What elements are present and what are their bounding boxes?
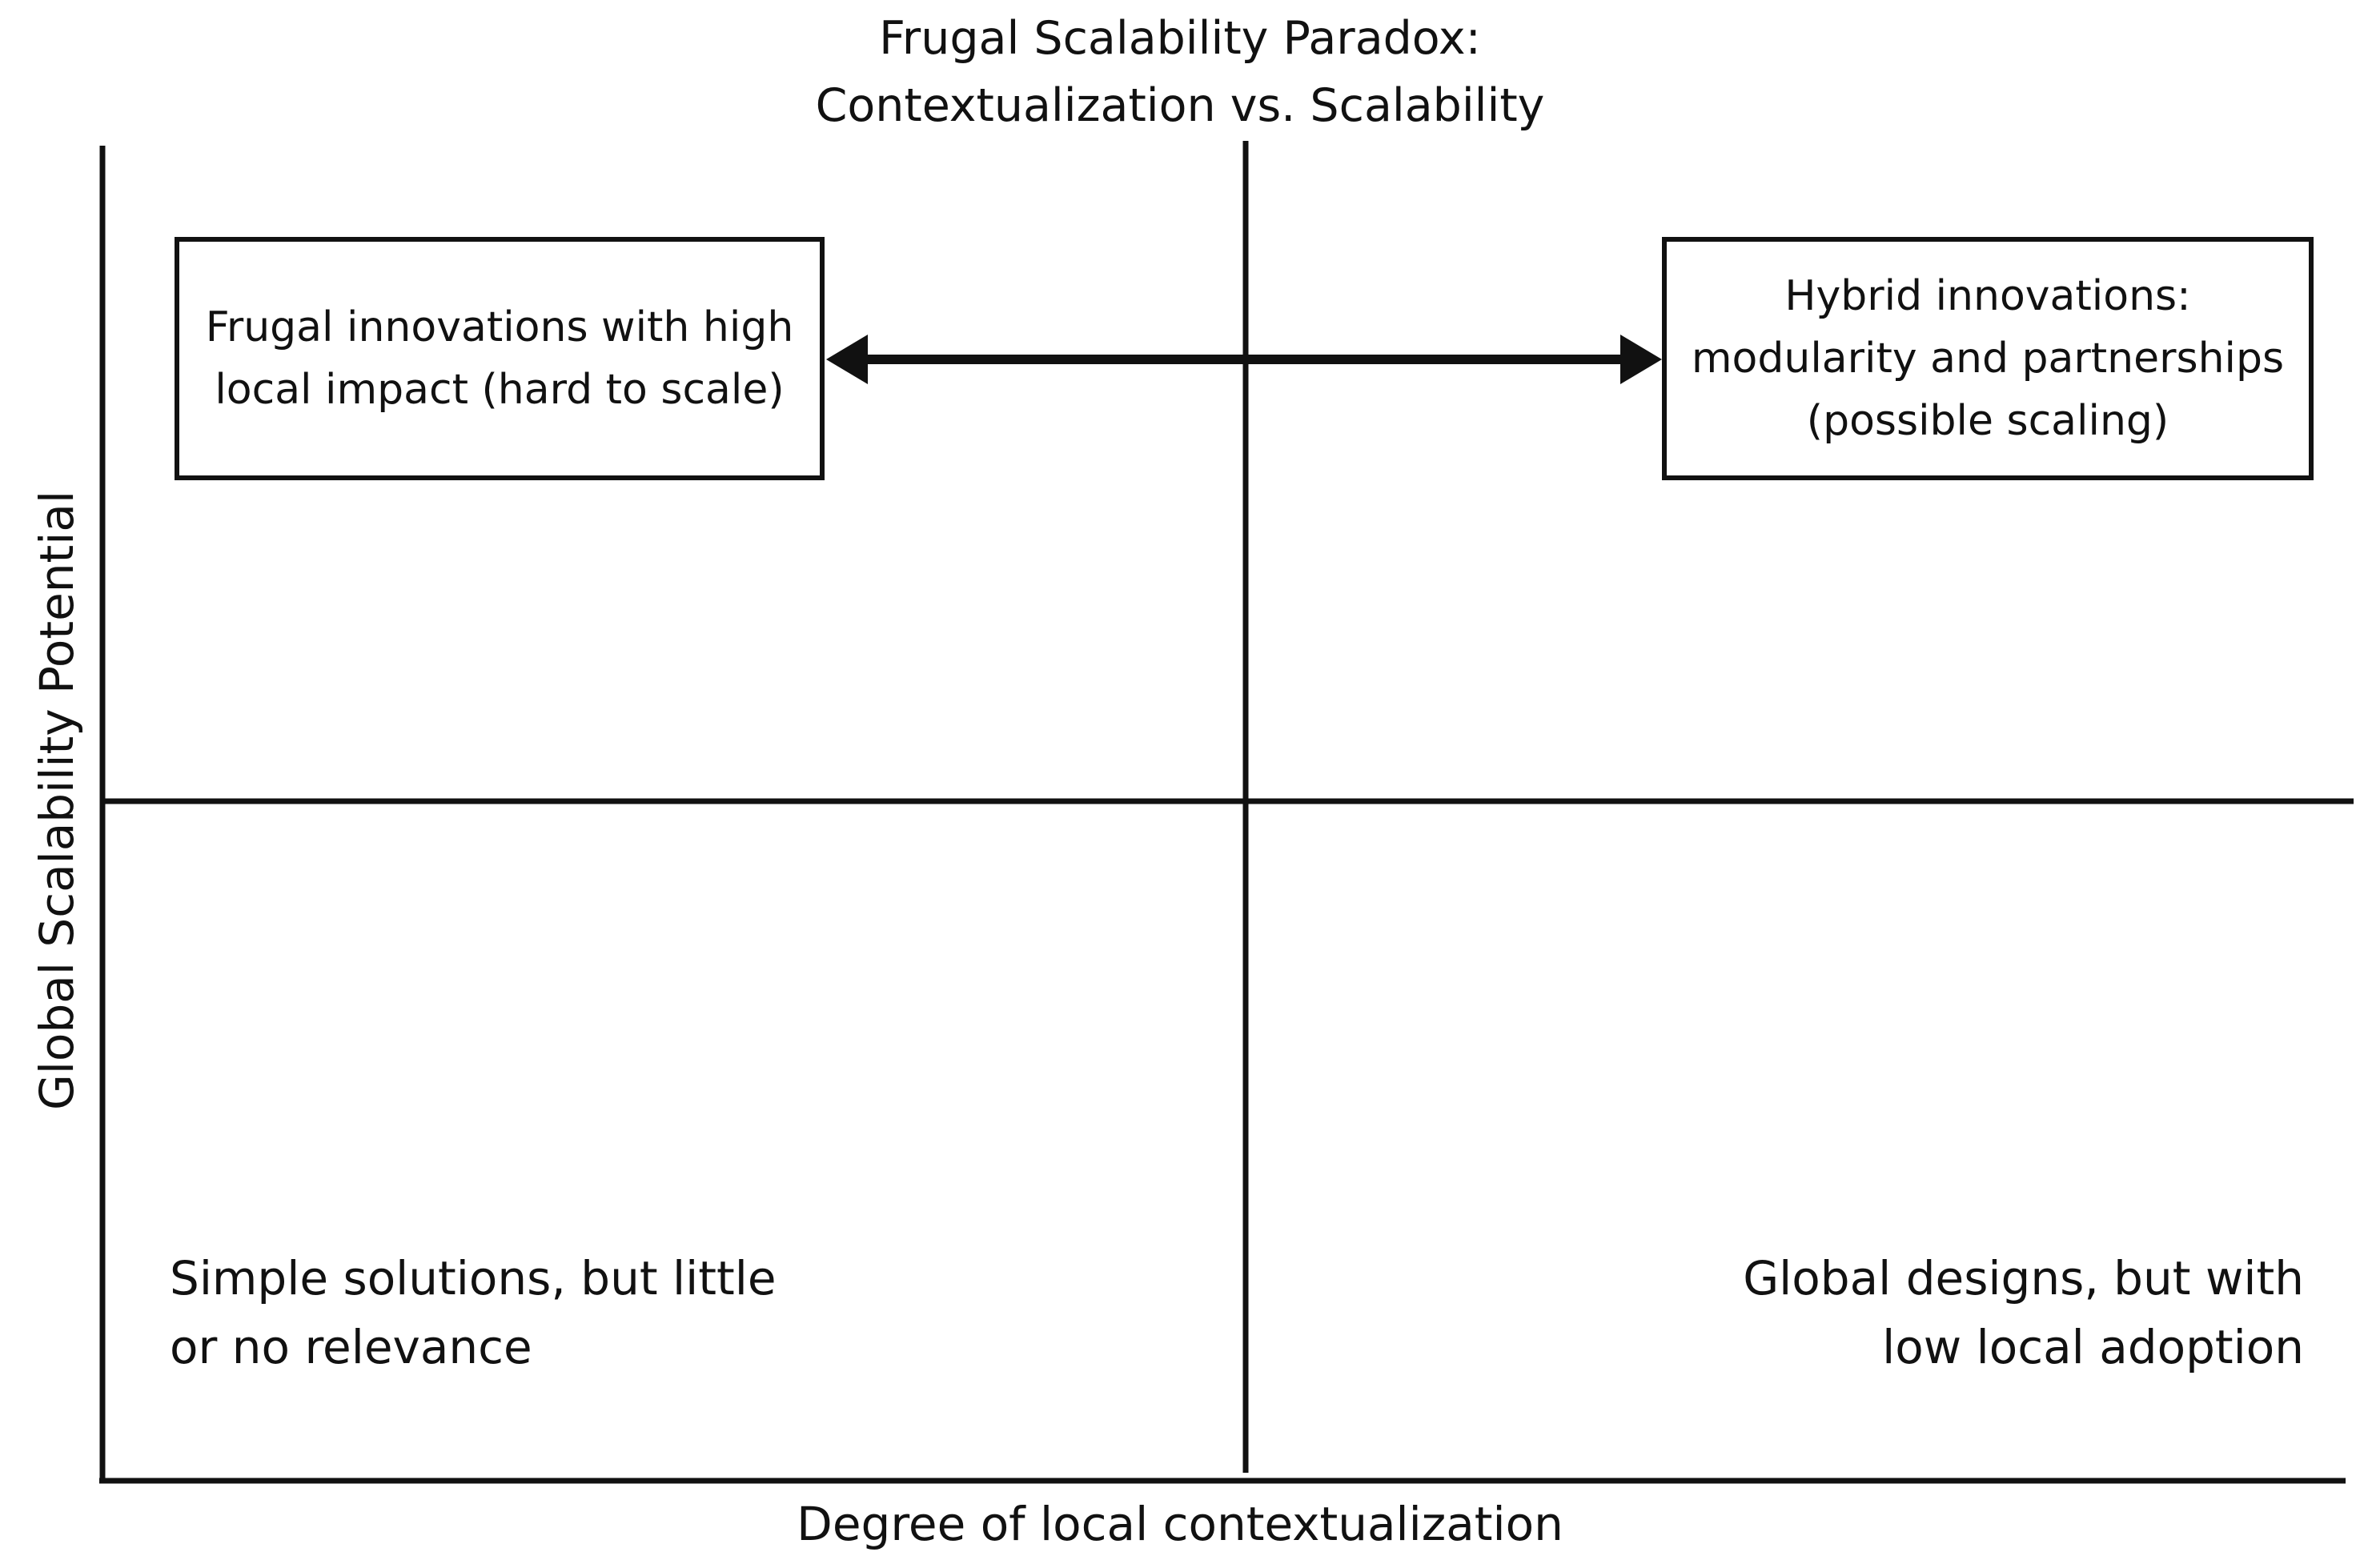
quadrant-top-right-box: Hybrid innovations: modularity and partn… bbox=[1662, 237, 2314, 480]
quadrant-bottom-right-text: Global designs, but with low local adopt… bbox=[1743, 1244, 2304, 1382]
arrowhead-right bbox=[1620, 335, 1662, 384]
quadrant-top-left-box: Frugal innovations with high local impac… bbox=[175, 237, 825, 480]
quadrant-bottom-right-line-1: Global designs, but with bbox=[1743, 1251, 2304, 1305]
y-axis-label: Global Scalability Potential bbox=[30, 490, 84, 1111]
quadrant-bottom-right-line-2: low local adoption bbox=[1882, 1320, 2304, 1374]
quadrant-top-right-line-2: modularity and partnerships bbox=[1691, 335, 2285, 383]
diagram-title-line-1: Frugal Scalability Paradox: bbox=[879, 12, 1481, 65]
diagram-title-line-2: Contextualization vs. Scalability bbox=[815, 79, 1545, 132]
quadrant-bottom-left-line-2: or no relevance bbox=[170, 1320, 532, 1374]
quadrant-top-right-line-3: (possible scaling) bbox=[1806, 397, 2169, 445]
quadrant-top-left-line-2: local impact (hard to scale) bbox=[215, 366, 785, 414]
quadrant-bottom-left-line-1: Simple solutions, but little bbox=[170, 1251, 777, 1305]
arrowhead-left bbox=[826, 335, 868, 384]
quadrant-bottom-left-text: Simple solutions, but little or no relev… bbox=[170, 1244, 777, 1382]
x-axis-label: Degree of local contextualization bbox=[797, 1497, 1563, 1551]
quadrant-top-right-line-1: Hybrid innovations: bbox=[1784, 272, 2191, 320]
quadrant-top-left-line-1: Frugal innovations with high bbox=[205, 303, 794, 351]
